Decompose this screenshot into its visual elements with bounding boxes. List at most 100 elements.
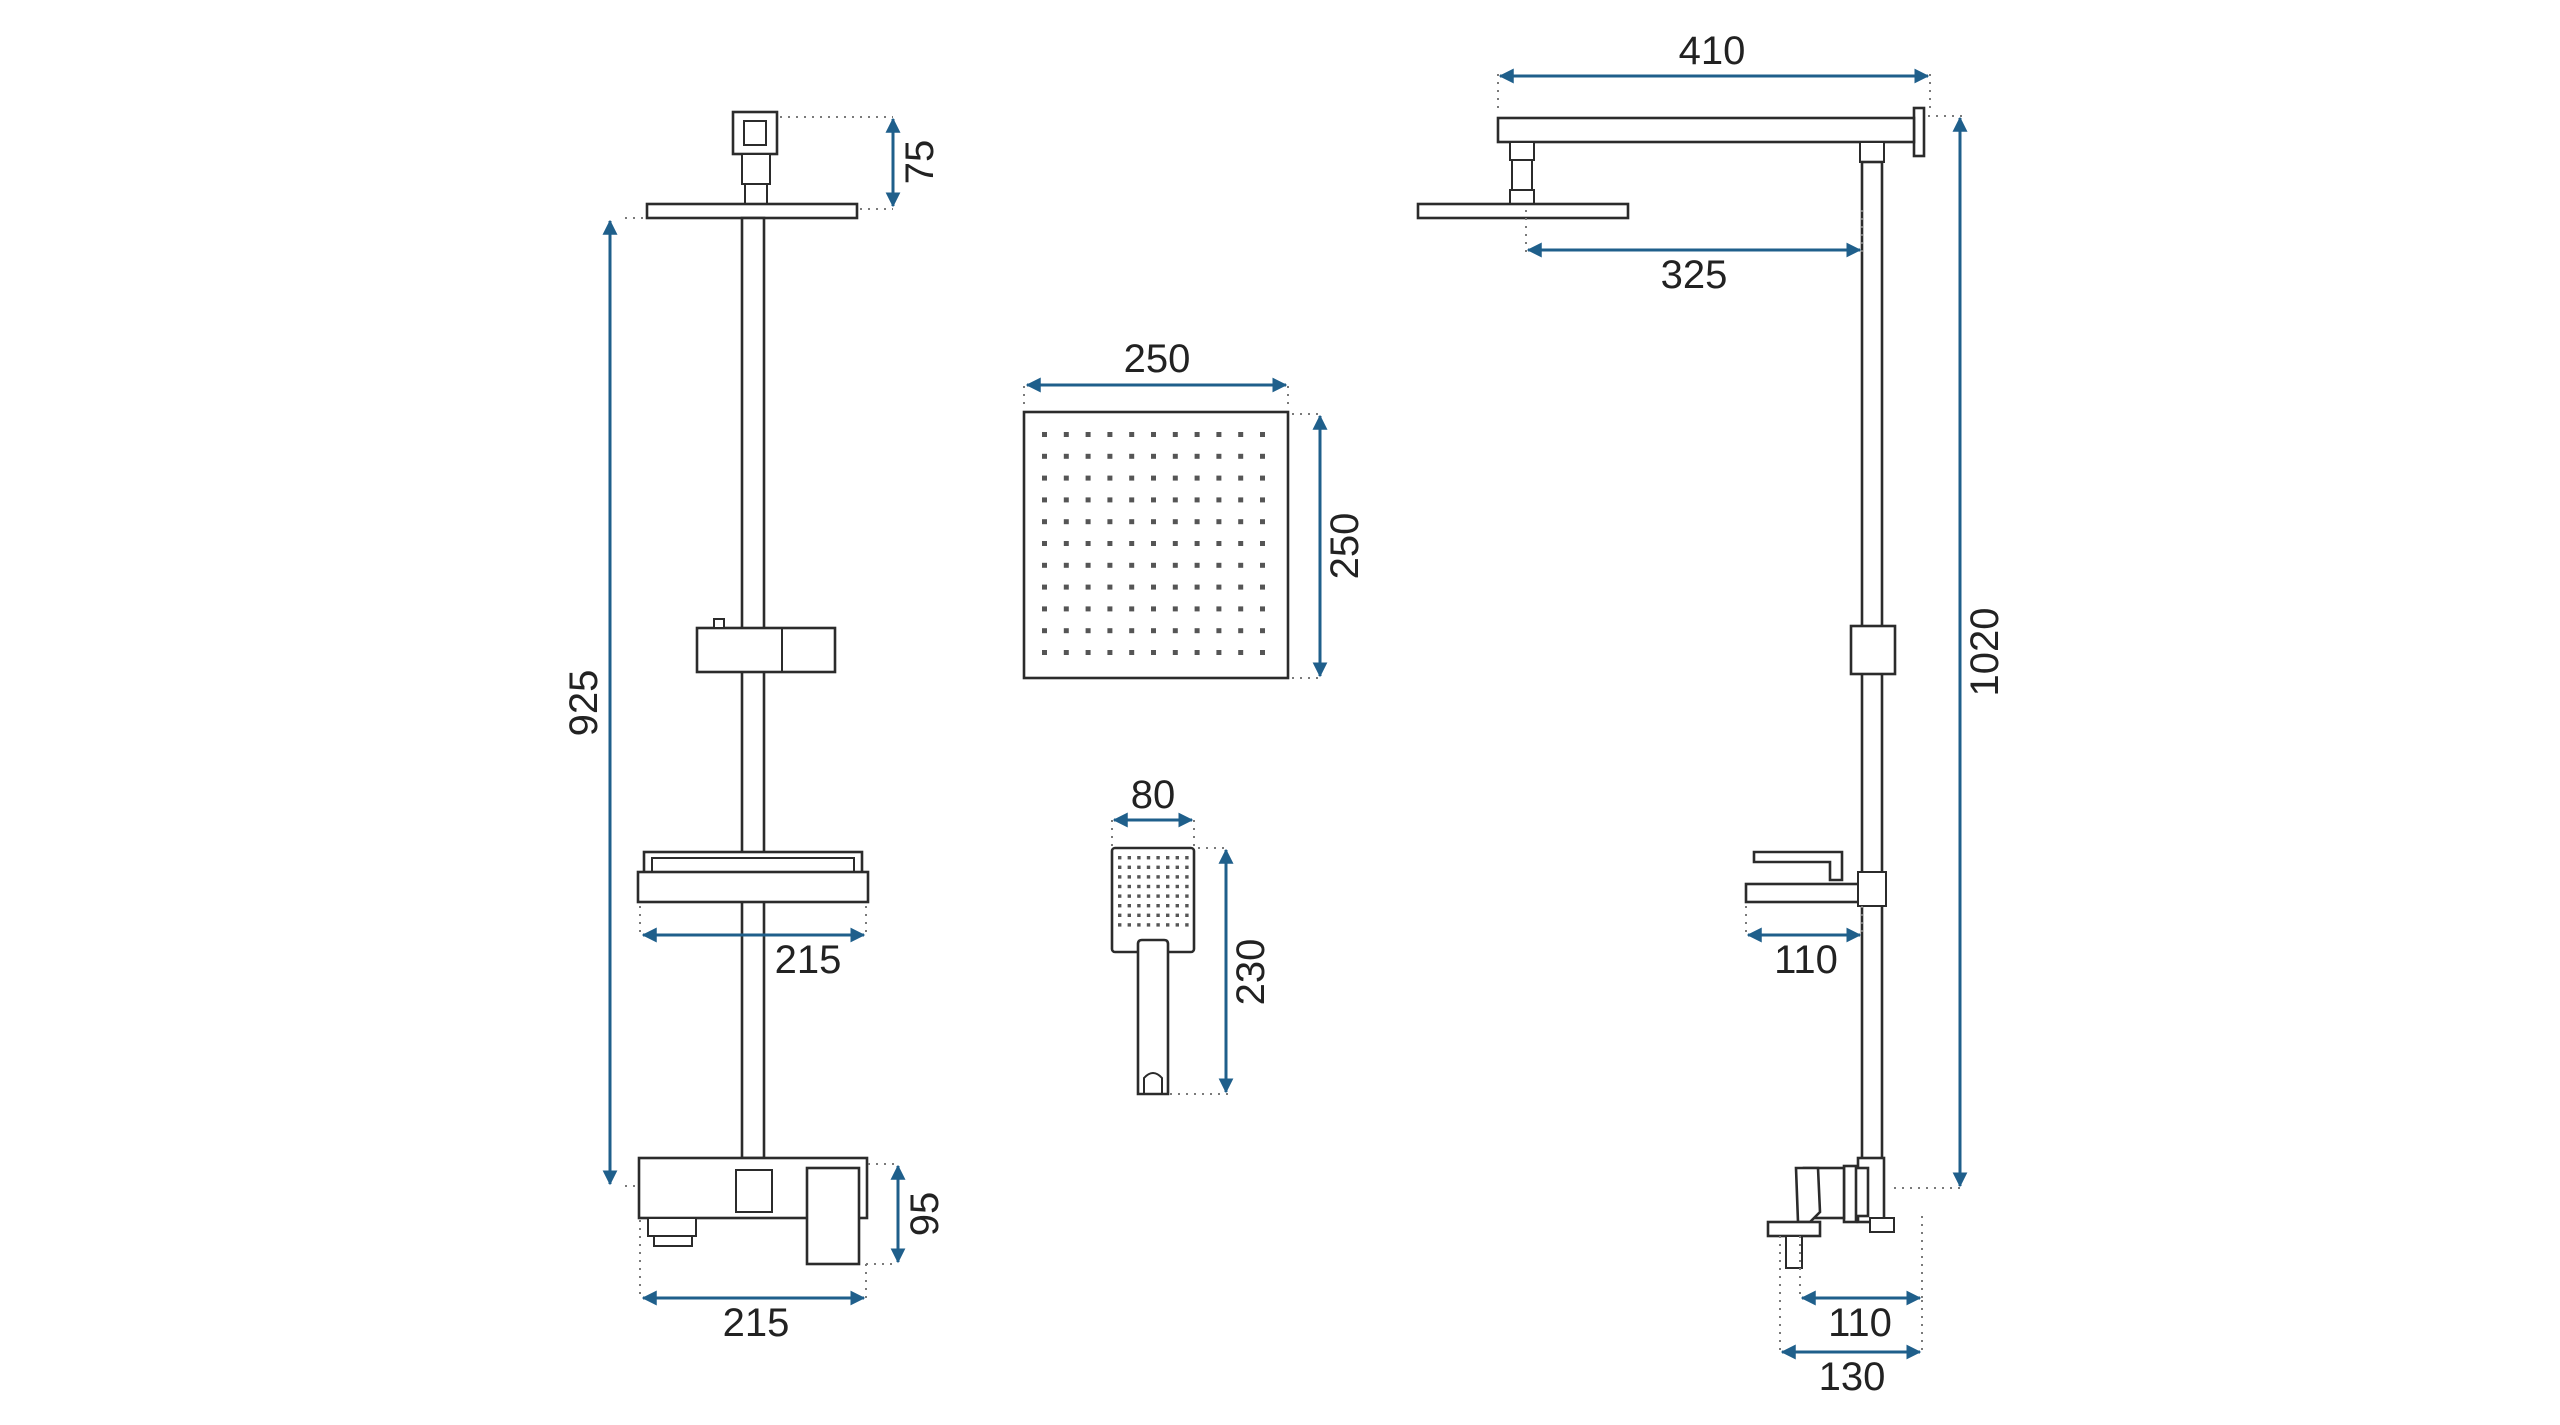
head-width-label: 250 [1124,337,1191,381]
nozzle-dot [1146,865,1151,869]
nozzle-dot [1129,432,1135,437]
front-top-connector [741,153,771,185]
nozzle-dot [1194,562,1200,568]
nozzle-dot [1185,856,1189,860]
hand-shower-head [1110,846,1196,954]
nozzle-dot [1129,541,1135,546]
side-view: 410 325 1020 110 110 130 [1416,29,2007,1399]
nozzle-dot [1151,453,1156,459]
nozzle-dot [1127,875,1131,879]
nozzle-dot [1175,884,1179,889]
nozzle-dot [1172,453,1178,459]
nozzle-dot [1238,584,1244,590]
nozzle-dot [1127,884,1131,889]
nozzle-dot [1129,650,1135,655]
nozzle-dot [1107,475,1113,481]
nozzle-dot [1137,865,1141,869]
nozzle-dot [1216,584,1222,590]
front-top-height-label: 75 [898,140,942,185]
nozzle-dot [1042,584,1047,590]
nozzle-dot [1107,650,1113,655]
nozzle-dot [1107,453,1113,459]
nozzle-dot [1107,541,1113,546]
nozzle-dot [1151,650,1156,655]
nozzle-dot [1127,904,1131,908]
nozzle-dot [1216,432,1222,437]
hand-shower-handle [1136,938,1170,1096]
side-head-collar [1509,189,1535,205]
nozzle-dot [1063,650,1069,655]
side-arm [1496,116,1916,144]
hand-nozzle-grid [1118,856,1189,927]
nozzle-dot [1156,923,1160,927]
side-shelf-base [1744,882,1862,904]
head-nozzle-grid [1042,432,1265,655]
nozzle-dot [1107,497,1113,503]
nozzle-dot [1118,913,1122,917]
nozzle-dot [1260,650,1265,655]
nozzle-dot [1129,453,1135,459]
nozzle-dot [1127,856,1131,860]
nozzle-dot [1151,541,1156,546]
nozzle-dot [1238,562,1244,568]
nozzle-dot [1260,606,1265,612]
nozzle-dot [1166,875,1170,879]
nozzle-dot [1194,628,1200,634]
front-head-plate [645,202,859,220]
nozzle-dot [1151,584,1156,590]
nozzle-dot [1129,497,1135,503]
nozzle-dot [1118,875,1122,879]
nozzle-dot [1172,475,1178,481]
nozzle-dot [1042,453,1047,459]
front-mixer-window [735,1169,773,1213]
nozzle-dot [1085,628,1091,634]
nozzle-dot [1185,894,1189,898]
nozzle-dot [1156,884,1160,889]
nozzle-dot [1137,894,1141,898]
side-mixer-wall-nut [1869,1217,1895,1233]
nozzle-dot [1063,453,1069,459]
nozzle-dot [1166,923,1170,927]
nozzle-dot [1151,606,1156,612]
nozzle-dot [1216,650,1222,655]
nozzle-dot [1146,913,1151,917]
nozzle-dot [1118,923,1122,927]
detail-views: 250 250 80 230 [1022,337,1367,1096]
nozzle-dot [1146,875,1151,879]
nozzle-dot [1194,584,1200,590]
nozzle-dot [1260,497,1265,503]
front-holder-knob [713,618,725,629]
nozzle-dot [1175,865,1179,869]
nozzle-dot [1151,628,1156,634]
side-head-neck [1511,159,1533,191]
nozzle-dot [1151,519,1156,525]
nozzle-dot [1042,562,1047,568]
nozzle-dot [1260,584,1265,590]
nozzle-dot [1127,865,1131,869]
front-wall-bracket-inner [743,120,767,146]
nozzle-dot [1107,628,1113,634]
nozzle-dot [1042,497,1047,503]
nozzle-dot [1146,856,1151,860]
side-column-elbow [1859,141,1885,163]
front-mixer-outlet [647,1217,697,1237]
nozzle-dot [1063,475,1069,481]
nozzle-dot [1085,475,1091,481]
nozzle-dot [1137,904,1141,908]
side-arm-length-label: 410 [1679,29,1746,73]
nozzle-dot [1260,475,1265,481]
nozzle-dot [1185,904,1189,908]
nozzle-dot [1151,475,1156,481]
nozzle-dot [1085,606,1091,612]
nozzle-dot [1151,497,1156,503]
front-shelf-inner [651,857,855,873]
nozzle-dot [1127,913,1131,917]
nozzle-dot [1175,923,1179,927]
nozzle-dot [1063,541,1069,546]
nozzle-dot [1194,475,1200,481]
nozzle-dot [1118,856,1122,860]
nozzle-dot [1129,562,1135,568]
nozzle-dot [1216,628,1222,634]
side-head-connector [1509,141,1535,161]
front-view: 75 925 215 95 215 [562,110,947,1345]
